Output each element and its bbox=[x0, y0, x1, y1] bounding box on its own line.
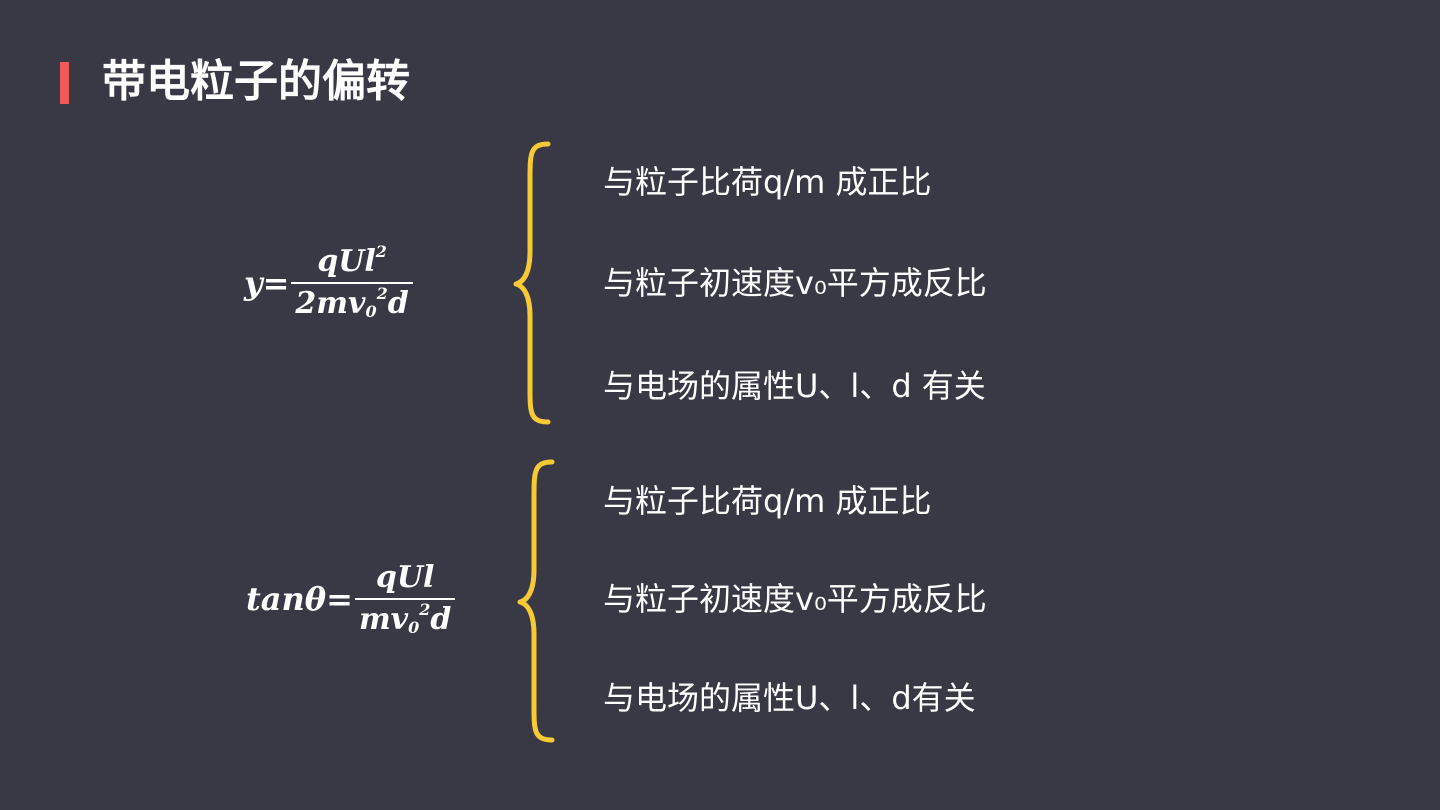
formula-lhs: tanθ= bbox=[246, 580, 353, 618]
numerator-base: qUl bbox=[375, 560, 435, 595]
formula-fraction: qUl mv02d bbox=[354, 560, 456, 638]
title-accent-bar bbox=[60, 62, 69, 104]
property-item: 与粒子比荷q/m 成正比 bbox=[603, 482, 932, 520]
fraction-bar bbox=[354, 598, 456, 600]
property-item: 与粒子初速度v₀平方成反比 bbox=[603, 580, 987, 618]
formula-lhs: y= bbox=[244, 264, 290, 302]
curly-brace-icon bbox=[517, 459, 555, 743]
denominator-subscript: 0 bbox=[365, 302, 377, 321]
curly-brace-icon bbox=[513, 141, 551, 425]
deflection-angle-formula: tanθ= qUl mv02d bbox=[246, 560, 456, 638]
property-item: 与粒子比荷q/m 成正比 bbox=[603, 163, 932, 201]
fraction-numerator: qUl2 bbox=[313, 244, 391, 280]
formula-fraction: qUl2 2mv02d bbox=[291, 244, 413, 322]
property-item: 与电场的属性U、l、d有关 bbox=[603, 679, 976, 717]
fraction-numerator: qUl bbox=[372, 560, 439, 596]
deflection-formula: y= qUl2 2mv02d bbox=[244, 244, 413, 322]
slide-title: 带电粒子的偏转 bbox=[102, 56, 410, 107]
denominator-pre: 2mv bbox=[295, 286, 366, 321]
denominator-exponent: 2 bbox=[419, 600, 431, 619]
fraction-bar bbox=[291, 282, 413, 284]
denominator-subscript: 0 bbox=[408, 618, 420, 637]
fraction-denominator: 2mv02d bbox=[291, 286, 412, 322]
denominator-post: d bbox=[387, 286, 409, 321]
denominator-post: d bbox=[430, 602, 452, 637]
numerator-exponent: 2 bbox=[375, 242, 387, 261]
denominator-pre: mv bbox=[358, 602, 409, 637]
numerator-base: qUl bbox=[317, 244, 376, 279]
property-item: 与粒子初速度v₀平方成反比 bbox=[603, 264, 987, 302]
fraction-denominator: mv02d bbox=[355, 602, 455, 638]
denominator-exponent: 2 bbox=[376, 284, 388, 303]
property-item: 与电场的属性U、l、d 有关 bbox=[603, 367, 986, 405]
